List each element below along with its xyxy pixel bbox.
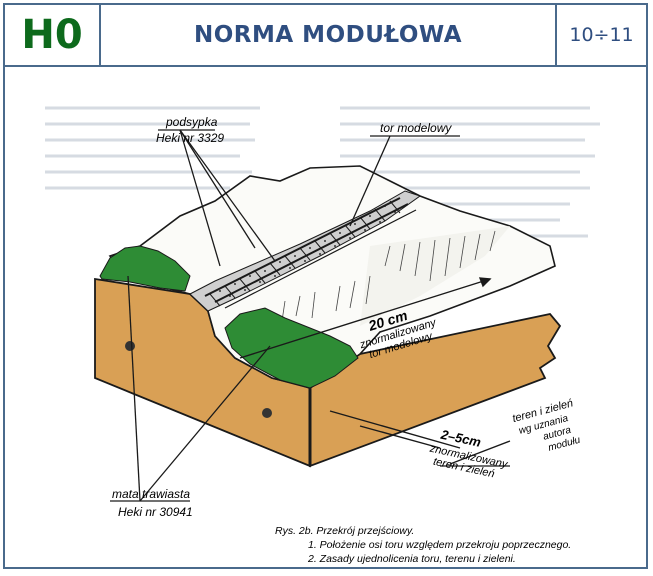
terrain-surface [108, 165, 556, 389]
diagram-svg: podsypka Heki nr 3329 tor modelowy 20 cm… [45, 106, 600, 565]
label-heki-3329: Heki nr 3329 [156, 131, 224, 145]
page-title: NORMA MODUŁOWA [101, 5, 557, 65]
caption-title: Rys. 2b. Przekrój przejściowy. [275, 525, 414, 537]
grass-mat-left [99, 245, 191, 292]
label-mata-trawiasta: mata trawiasta [112, 487, 190, 501]
header-bar: H0 NORMA MODUŁOWA 10÷11 [5, 5, 646, 67]
slope-fill [360, 226, 510, 326]
track-sleepers [209, 200, 401, 307]
dim-2-5cm-group: 2–5cm znormalizowany teren i zieleń [428, 427, 510, 481]
module-diagram: podsypka Heki nr 3329 tor modelowy 20 cm… [40, 96, 615, 571]
leader-lines [110, 129, 511, 502]
page-range: 10÷11 [569, 24, 634, 46]
slope-hatching [281, 230, 496, 322]
wood-side-face [309, 313, 562, 468]
grass-mat-right [224, 307, 359, 389]
label-heki-30941: Heki nr 30941 [118, 505, 193, 519]
teren-zielen-group: teren i zieleń wg uznania autora modułu [511, 397, 582, 453]
section-code: H0 [5, 5, 101, 65]
caption-line-2: 2. Zasady ujednolicenia toru, terenu i z… [307, 553, 516, 565]
screw-icon [262, 408, 272, 418]
screw-icon [125, 341, 135, 351]
model-track [204, 197, 417, 309]
caption-line-1: 1. Położenie osi toru względem przekroju… [308, 539, 571, 551]
label-tor-modelowy: tor modelowy [380, 121, 452, 135]
dimension-arrows [239, 277, 492, 449]
label-podsypka: podsypka [165, 115, 218, 129]
